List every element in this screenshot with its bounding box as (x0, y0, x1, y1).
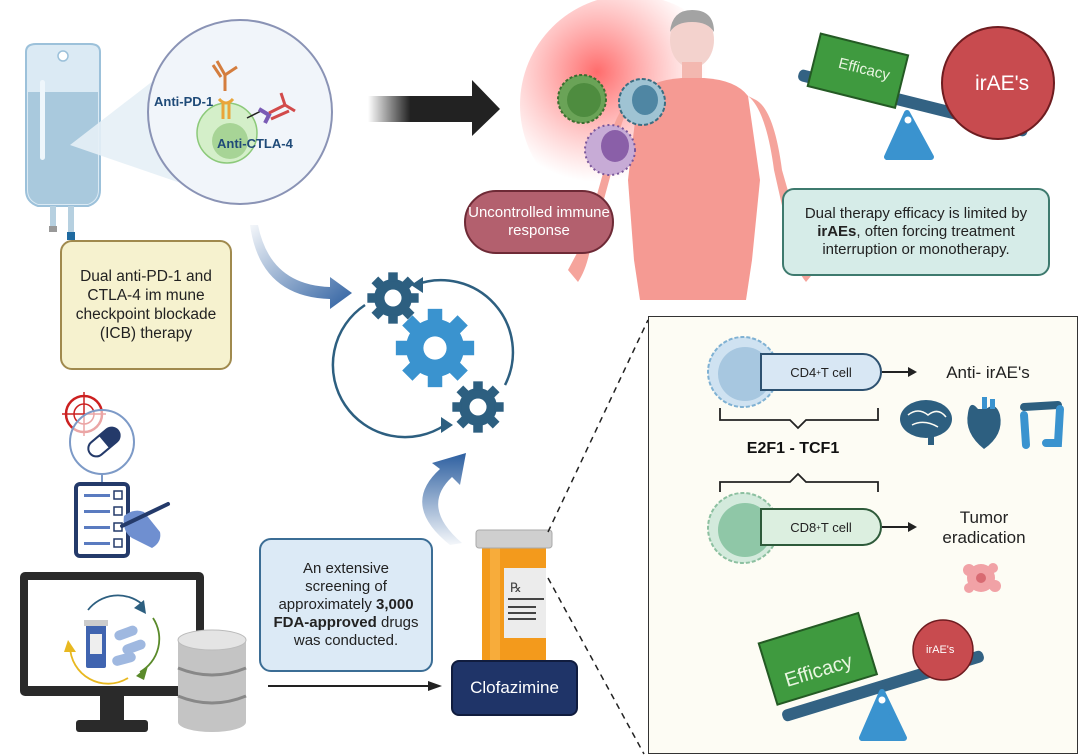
bottom-balance-scale (757, 611, 984, 741)
cd8-bracket (719, 472, 879, 492)
drug-target-checklist-icon (62, 392, 170, 558)
curved-arrow-from-drug-icon (422, 453, 466, 545)
limitation-text: Dual therapy efficacy is limited by irAE… (796, 205, 1036, 259)
immune-cells-icon (557, 74, 666, 176)
clofazimine-text: Clofazimine (470, 678, 559, 697)
cd4-name: CD4 (790, 364, 817, 380)
database-icon (177, 629, 247, 732)
bottom-irae-weight (912, 619, 974, 681)
cd8-suffix: T cell (820, 519, 852, 535)
small-gear-top-icon (367, 272, 419, 324)
curved-arrow-to-gears-icon (250, 225, 352, 309)
green-lymphocyte-icon (557, 74, 607, 124)
anti-pd1-antibody-icon (211, 60, 238, 91)
heart-icon (967, 397, 1001, 449)
clofazimine-label: Clofazimine (451, 660, 578, 716)
limitation-suffix: , often forcing treatment interruption o… (822, 223, 1015, 258)
uncontrolled-immune-response-label: Uncontrolled immune response (464, 190, 614, 254)
fulcrum-icon (859, 689, 907, 741)
brain-icon (900, 400, 952, 445)
efficacy-limitation-note: Dual therapy efficacy is limited by irAE… (782, 188, 1050, 276)
cd8-t-cell-label: CD8+ T cell (760, 508, 882, 546)
blue-macrophage-icon (618, 78, 666, 126)
icb-therapy-box: Dual anti-PD-1 and CTLA-4 im mune checkp… (60, 240, 232, 370)
large-gear-icon (395, 308, 475, 388)
purple-granulocyte-icon (584, 124, 636, 176)
colon-icon (1020, 401, 1064, 449)
e2f1-tcf1-label: E2F1 - TCF1 (746, 440, 840, 457)
screening-text: An extensive screening of approximately … (271, 560, 421, 650)
cd8-sup: + (816, 522, 821, 532)
cd8-name: CD8 (790, 519, 817, 535)
dashed-callout-lines (547, 319, 649, 755)
bottom-efficacy-weight (757, 611, 879, 706)
gears-cycle-icon (331, 272, 515, 439)
ctla4-receptor-icon (257, 107, 272, 124)
cd4-suffix: T cell (820, 364, 852, 380)
fulcrum-icon (884, 110, 934, 160)
iv-bag-icon (25, 43, 101, 240)
screening-bold: 3,000 FDA-approved (273, 596, 414, 631)
screening-text-2: drugs was conducted. (293, 614, 419, 649)
pd1-receptor-icon (217, 97, 235, 119)
tumor-cell-icon (963, 563, 1001, 593)
icb-therapy-text: Dual anti-PD-1 and CTLA-4 im mune checkp… (75, 268, 217, 342)
limitation-prefix: Dual therapy efficacy is limited by (804, 205, 1028, 222)
cd4-outcome-arrow (882, 367, 917, 377)
organ-icons (900, 397, 1064, 449)
checklist-icon (74, 482, 130, 558)
cd4-sup: + (816, 367, 821, 377)
anti-pd1-label: Anti-PD-1 (154, 94, 214, 109)
capsule-icon (87, 426, 121, 458)
gradient-arrow-icon (368, 80, 500, 136)
bottom-irae-label: irAE's (926, 644, 955, 656)
tumor-eradication-label: Tumor eradication (942, 508, 1026, 547)
anti-irae-label: Anti- irAE's (946, 363, 1030, 382)
limitation-bold: irAEs (817, 223, 857, 240)
anti-ctla4-label: Anti-CTLA-4 (217, 136, 293, 151)
writing-hand-icon (120, 502, 170, 548)
small-gear-bottom-icon (452, 381, 504, 433)
screening-note: An extensive screening of approximately … (259, 538, 433, 672)
screening-arrow-icon (268, 681, 442, 691)
rx-symbol: ℞ (510, 580, 522, 595)
cd8-outcome-arrow (882, 522, 917, 532)
prescription-bottle-icon: ℞ (475, 529, 553, 662)
anti-ctla4-antibody-icon (268, 92, 296, 121)
cd4-t-cell-label: CD4+ T cell (760, 353, 882, 391)
computer-screening-icon (20, 572, 204, 732)
cd4-bracket (719, 408, 879, 430)
cell-zoom-circle (147, 19, 333, 205)
irae-weight (941, 26, 1055, 140)
top-balance-scale (798, 26, 1055, 160)
efficacy-weight (806, 32, 910, 110)
top-irae-label: irAE's (975, 72, 1030, 95)
screening-text-1: An extensive screening of approximately (278, 560, 389, 613)
uncontrolled-immune-response-text: Uncontrolled immune response (468, 204, 610, 239)
